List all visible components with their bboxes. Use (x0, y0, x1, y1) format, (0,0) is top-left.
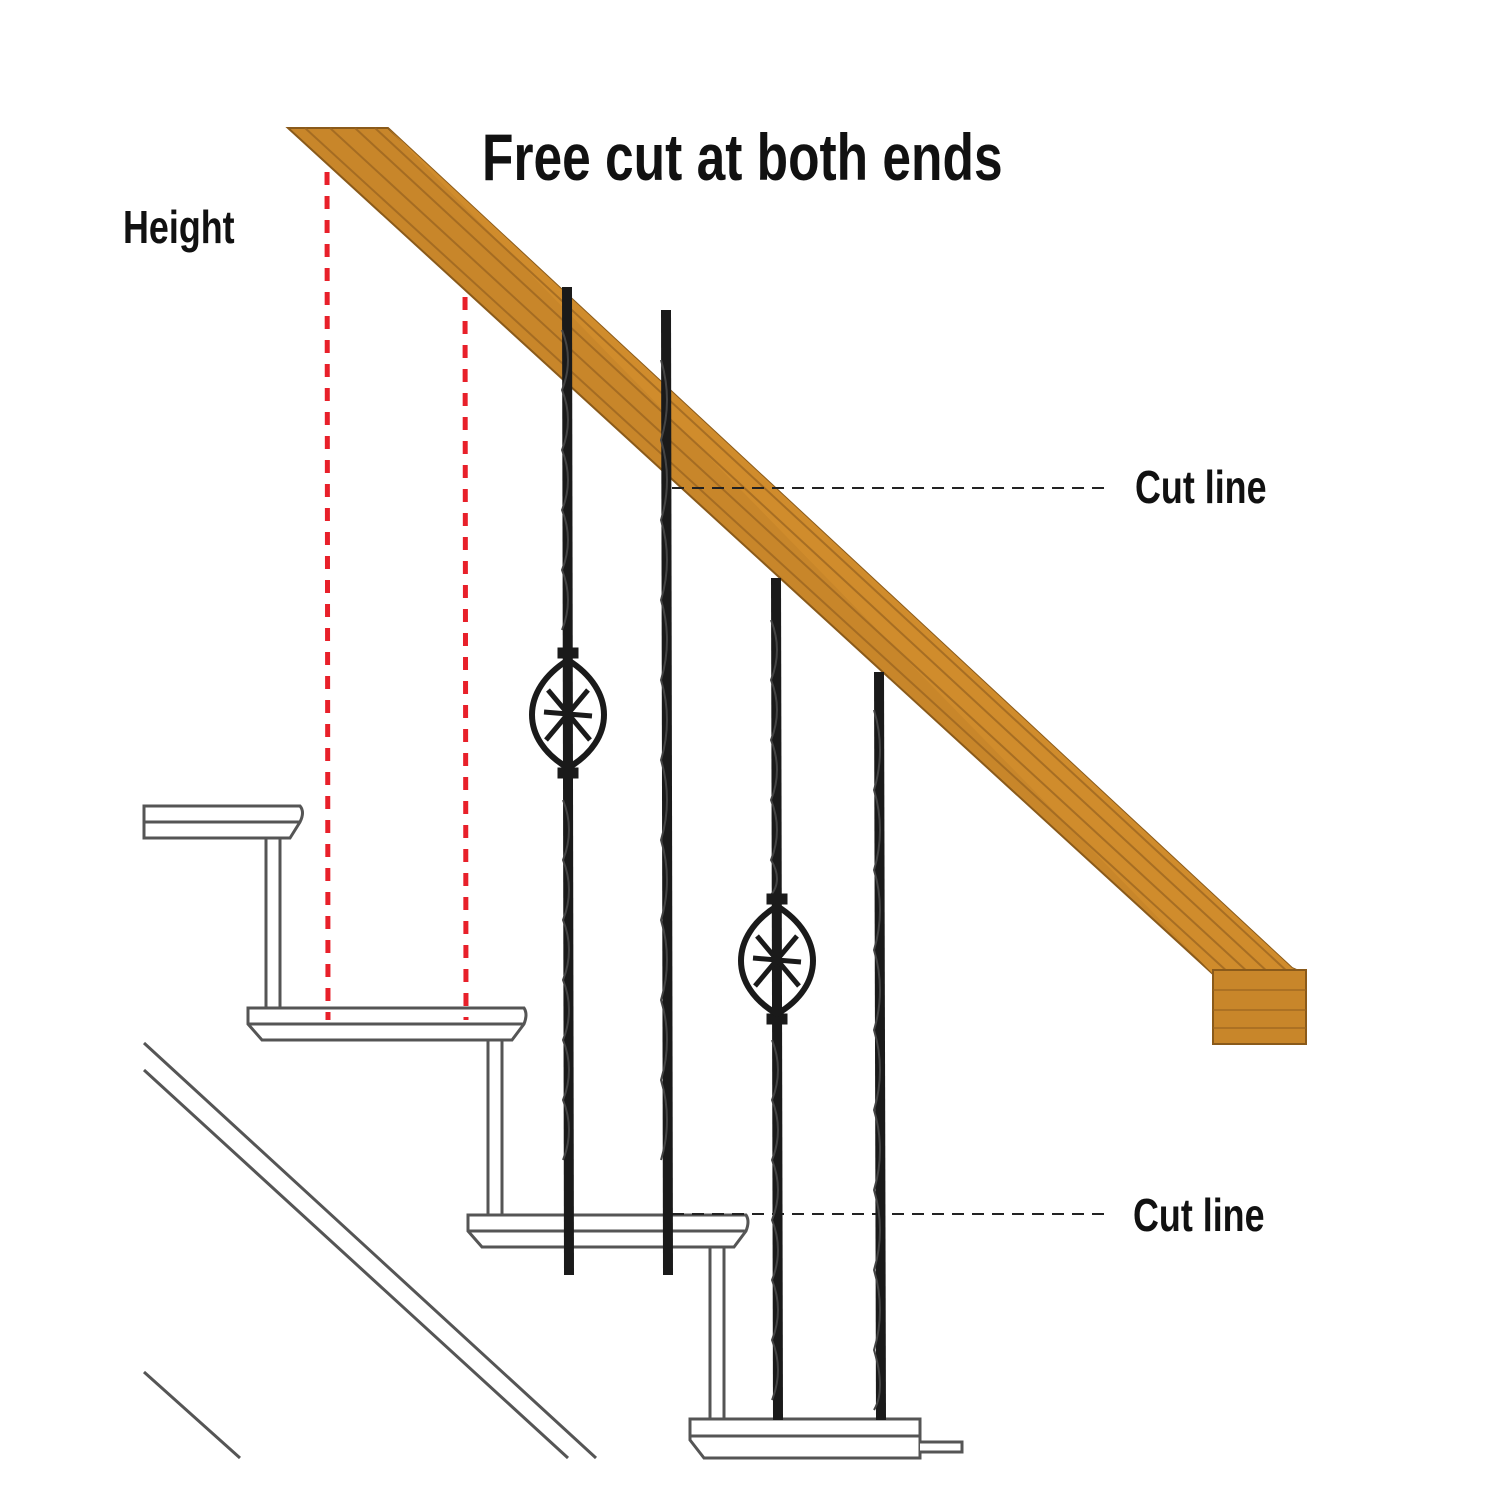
cut-line-top-label: Cut line (1135, 461, 1267, 513)
baluster-1 (529, 286, 607, 1276)
baluster-3 (738, 577, 816, 1421)
riser-2 (486, 1038, 504, 1217)
stair-stringer (142, 1041, 598, 1460)
cut-line-guides (672, 487, 1105, 1215)
riser-1 (264, 836, 282, 1010)
balusters (529, 286, 886, 1421)
baluster-2 (659, 309, 673, 1276)
height-measure-lines (324, 147, 469, 1021)
handrail (285, 127, 1307, 1045)
diagram-title: Free cut at both ends (482, 120, 1003, 194)
height-label: Height (123, 201, 235, 253)
height-line-1 (324, 147, 331, 1021)
riser-3 (708, 1245, 726, 1421)
baluster-4 (872, 671, 886, 1421)
tread-4 (688, 1417, 922, 1460)
height-line-2 (462, 272, 469, 1021)
stair-steps (142, 804, 964, 1460)
cut-line-bottom-label: Cut line (1133, 1189, 1265, 1241)
